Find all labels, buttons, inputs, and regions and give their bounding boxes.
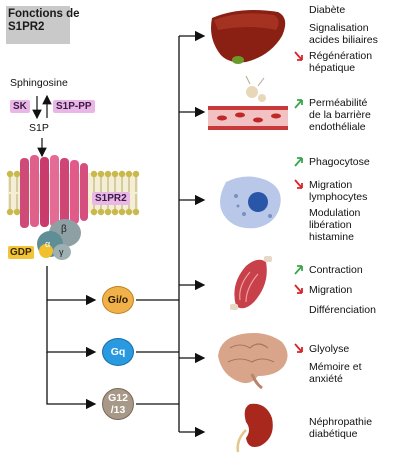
immune-down-arrow <box>294 179 303 189</box>
effect-migration-lymphocytes: Migration lymphocytes <box>309 179 368 203</box>
lipid-head <box>132 170 140 178</box>
lipid-head <box>90 170 98 178</box>
lipid-head <box>13 208 21 216</box>
lipid-head <box>104 208 112 216</box>
effect-signalisation: Signalisation acides biliaires <box>309 22 378 46</box>
lipid-head <box>104 170 112 178</box>
muscle-up-arrow <box>294 265 303 275</box>
effect-differenciation: Différenciation <box>309 304 376 316</box>
lipid-head <box>13 170 21 178</box>
effect-diabete: Diabète <box>309 4 346 16</box>
g-protein <box>37 219 81 260</box>
immune-up-arrow <box>294 157 303 167</box>
beta-label: β <box>61 224 67 235</box>
s1p-label: S1P <box>29 122 49 134</box>
liver-down-arrow <box>294 51 303 61</box>
g1213-connector <box>46 352 97 410</box>
effect-contraction: Contraction <box>309 264 363 276</box>
brain-down-arrow <box>294 343 303 353</box>
receptor-label: S1PR2 <box>92 192 130 205</box>
lipid-head <box>111 170 119 178</box>
brain-illustration <box>218 333 288 390</box>
kidney-illustration <box>236 403 273 453</box>
effect-modulation-histamine: Modulation libération histamine <box>309 207 361 243</box>
gamma-label: γ <box>59 247 64 257</box>
sphingosine-label: Sphingosine <box>10 77 68 89</box>
lipid-head <box>6 170 14 178</box>
gdp-label: GDP <box>8 246 34 259</box>
gq-connector <box>46 300 97 358</box>
lipid-head <box>132 208 140 216</box>
effect-nephropathie: Néphropathie diabétique <box>309 416 373 440</box>
sk-label: SK <box>10 100 30 113</box>
lipid-head <box>97 170 105 178</box>
vessel-up-arrow <box>294 99 303 109</box>
lipid-head <box>118 170 126 178</box>
title-background <box>6 6 70 44</box>
diagram-title: Fonctions de S1PR2 <box>8 8 80 33</box>
lipid-head <box>125 170 133 178</box>
effect-memoire-anxiete: Mémoire et anxiété <box>309 361 362 385</box>
gio-connector <box>46 266 97 306</box>
g1213-node: G12 /13 <box>102 388 134 420</box>
lipid-head <box>125 208 133 216</box>
lipid-head <box>118 208 126 216</box>
lipid-head <box>90 208 98 216</box>
lipid-head <box>6 208 14 216</box>
s1pr2-receptor <box>20 155 88 228</box>
muscle-illustration <box>230 256 272 310</box>
effect-phagocytose: Phagocytose <box>309 156 370 168</box>
lipid-head <box>111 208 119 216</box>
effect-permeabilite: Perméabilité de la barrière endothéliale <box>309 97 371 133</box>
immune-cell-illustration <box>220 176 281 229</box>
lipid-head <box>97 208 105 216</box>
effect-migration: Migration <box>309 284 353 296</box>
s1p-pp-label: S1P-PP <box>53 100 95 113</box>
gq-node: Gq <box>102 338 134 366</box>
liver-illustration <box>211 10 286 64</box>
alpha-label: α <box>45 239 51 249</box>
vessel-illustration <box>208 75 288 130</box>
effect-glyolyse: Glyolyse <box>309 343 350 355</box>
effect-regeneration: Régénération hépatique <box>309 50 373 74</box>
gio-node: Gi/o <box>102 286 134 314</box>
muscle-down-arrow <box>294 284 303 294</box>
